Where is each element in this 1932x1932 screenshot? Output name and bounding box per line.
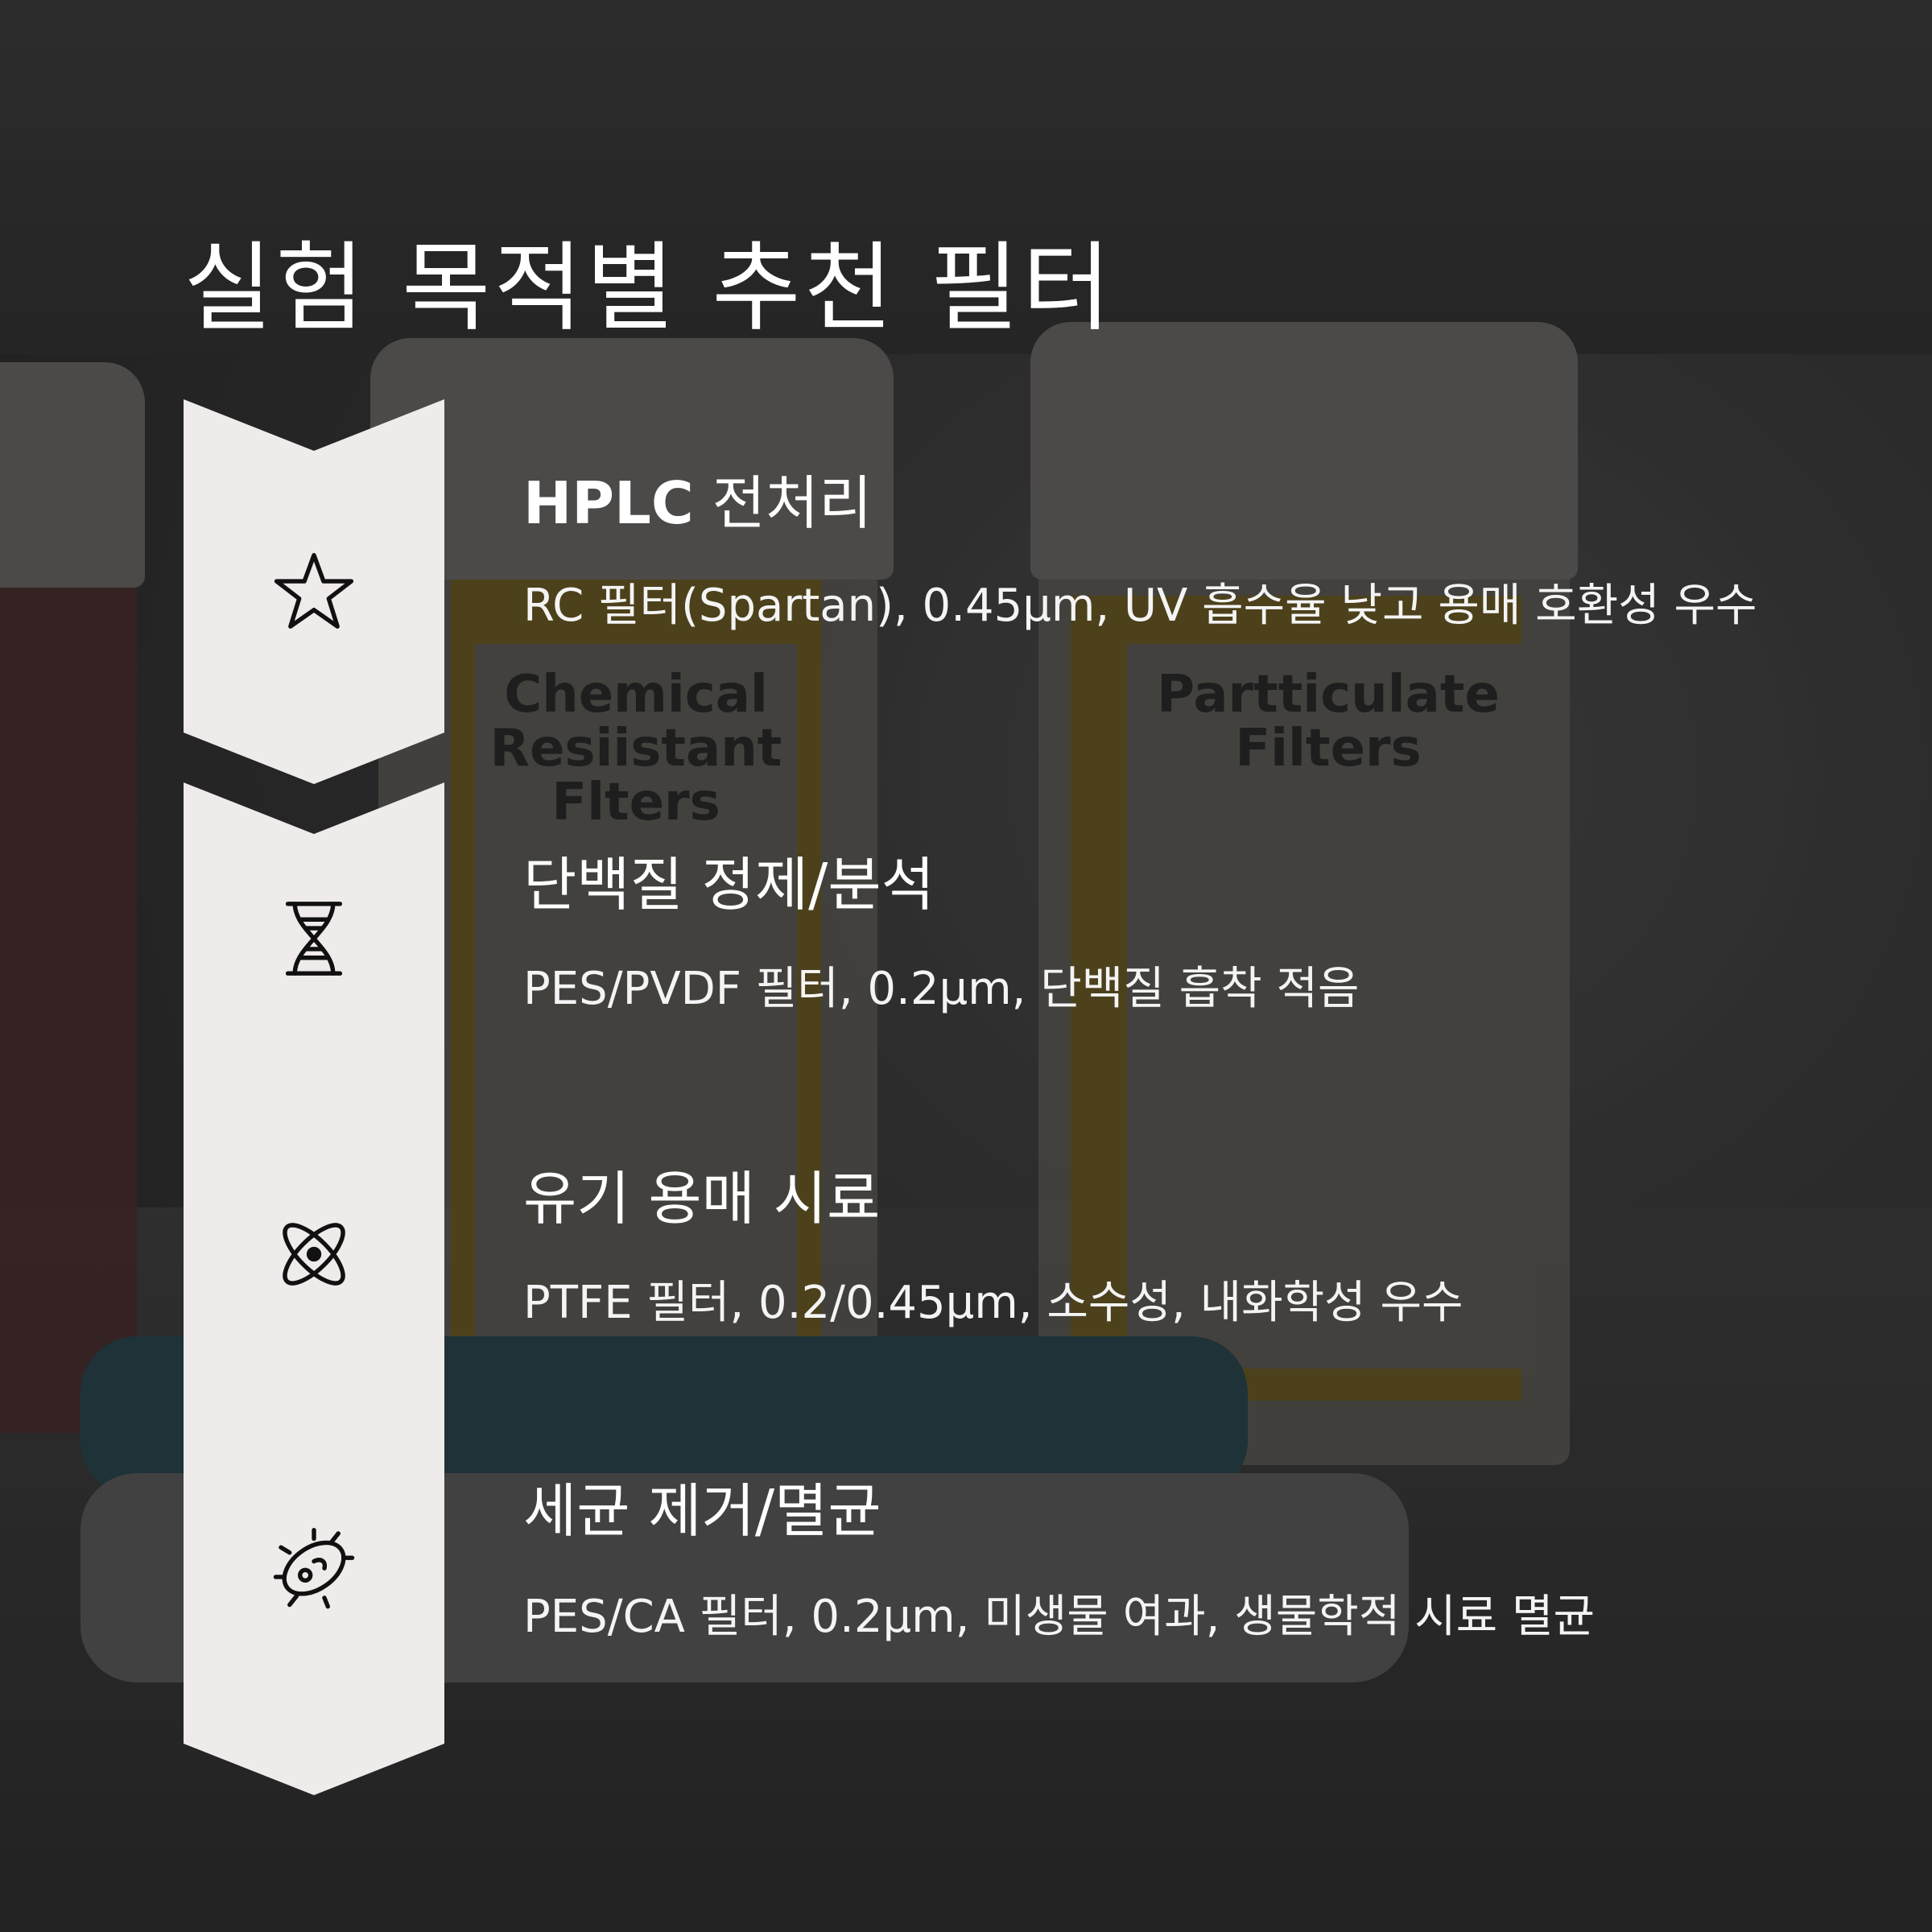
item-title-4-rest: 세균 제거/멸균 (523, 1477, 881, 1545)
item-title-2: 단백질 정제/분석 (523, 837, 935, 922)
background-jar-middle-text: Chemical Resiistant Flters (489, 665, 782, 833)
item-title-2-rest: 단백질 정제/분석 (523, 851, 935, 919)
bacteria-icon (270, 1523, 357, 1610)
background-jar-middle-label (475, 644, 797, 1368)
item-title-1: HPLC 전처리 (523, 456, 872, 540)
background-jar-right-text: Partticulate Filters (1157, 665, 1500, 779)
chevron-step-3 (184, 1096, 444, 1481)
star-icon (270, 548, 357, 635)
background-jar-right-label (1127, 644, 1530, 1368)
background-shelf (0, 0, 1932, 354)
item-description-4: PES/CA 필터, 0.2μm, 미생물 여과, 생물학적 시료 멸균 (523, 1591, 1596, 1643)
item-title-1-bold: HPLC (523, 469, 694, 537)
background-jar-left-cap (0, 362, 145, 588)
item-title-3: 유기 용매 시료 (523, 1151, 880, 1236)
item-title-3-rest: 유기 용매 시료 (523, 1165, 881, 1232)
item-title-1-rest: 전처리 (693, 469, 873, 537)
chevron-step-1 (184, 399, 444, 784)
item-title-4: 세균 제거/멸균 (523, 1463, 881, 1548)
page-title: 실험 목적별 추천 필터 (184, 233, 1115, 345)
chevron-step-4 (184, 1410, 444, 1795)
item-description-3: PTFE 필터, 0.2/0.45μm, 소수성, 내화학성 우수 (523, 1277, 1463, 1329)
item-description-1: RC 필터(Spartan), 0.45μm, UV 흡수율 낮고 용매 호환성… (523, 580, 1757, 632)
atom-icon (270, 1211, 357, 1298)
item-description-2: PES/PVDF 필터, 0.2μm, 단백질 흡착 적음 (523, 963, 1360, 1015)
background-jar-middle-cap (370, 338, 894, 580)
dna-icon (270, 895, 357, 982)
background-jar-right-cap (1030, 322, 1578, 580)
